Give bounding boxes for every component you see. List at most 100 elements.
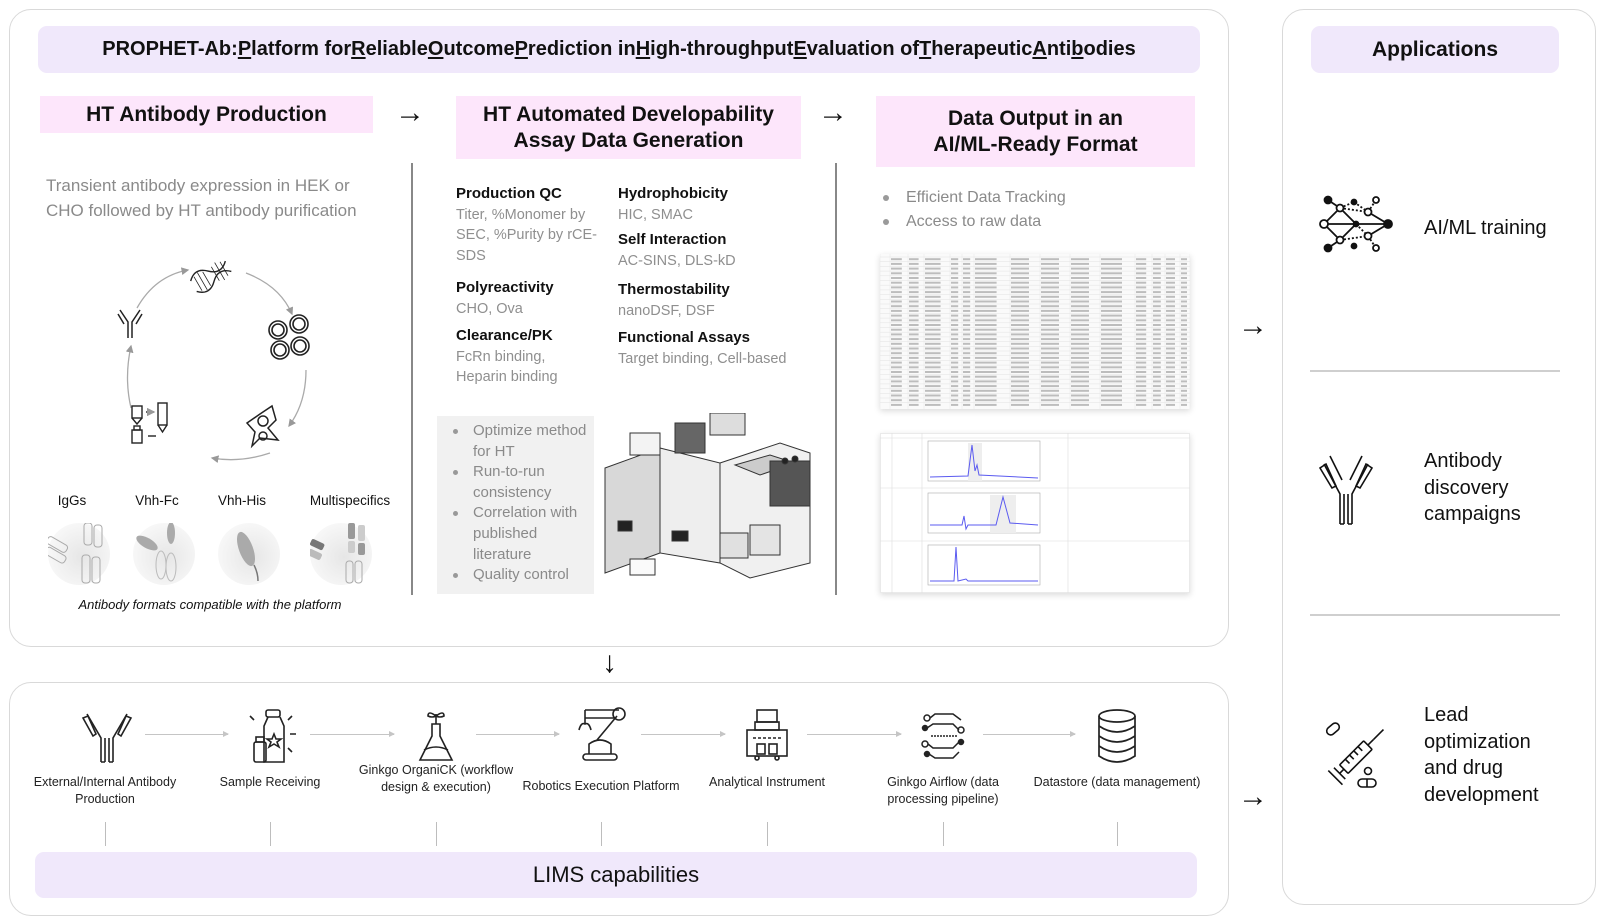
sheet-cell (963, 277, 971, 279)
sheet-cell (1181, 333, 1187, 336)
sheet-cell (1153, 394, 1161, 397)
sheet-cell (1041, 328, 1059, 331)
sheet-cell (963, 389, 971, 392)
sheet-cell (891, 258, 902, 261)
sheet-cell (963, 286, 971, 289)
sheet-cell (975, 291, 997, 294)
sheet-cell (925, 262, 941, 265)
sheet-cell (951, 347, 959, 350)
sheet-cell (1041, 314, 1059, 317)
sheet-cell (975, 305, 997, 308)
sheet-cell (1041, 277, 1059, 279)
sheet-cell (1136, 291, 1147, 294)
acronym-letter: H (635, 38, 651, 60)
sheet-cell (891, 272, 902, 275)
sheet-cell (1011, 394, 1029, 397)
sheet-cell (925, 281, 941, 284)
sheet-cell (1166, 352, 1175, 355)
sheet-cell (1071, 309, 1089, 312)
dna-icon (190, 260, 232, 293)
sheet-cell (963, 371, 971, 373)
spreadsheet-preview (880, 254, 1190, 409)
sheet-cell (1153, 366, 1161, 369)
acronym-letter: O (427, 38, 444, 60)
workflow-arrow (310, 731, 395, 737)
sheet-cell (1101, 262, 1122, 265)
sheet-cell (975, 394, 997, 397)
sheet-cell (1071, 324, 1089, 326)
sheet-cell (1041, 361, 1059, 364)
sheet-cell (891, 356, 902, 359)
sheet-cell (1041, 394, 1059, 397)
sheet-cell (891, 347, 902, 350)
sheet-cell (1071, 399, 1089, 402)
sheet-cell (1166, 258, 1175, 261)
sheet-cell (963, 333, 971, 336)
sheet-cell (1153, 300, 1161, 303)
sheet-cell (1071, 277, 1089, 279)
sheet-cell (1011, 291, 1029, 294)
sheet-cell (925, 385, 941, 388)
sheet-cell (1041, 352, 1059, 355)
sample-bottles-icon (249, 709, 296, 763)
sheet-cell (925, 295, 941, 298)
sheet-cell (909, 347, 919, 350)
multispecific-format-icon (307, 523, 372, 585)
robotic-workcell-image (604, 413, 811, 579)
sheet-cell (951, 356, 959, 359)
sheet-cell (1011, 389, 1029, 392)
sheet-cell (1011, 403, 1029, 406)
sheet-cell (909, 356, 919, 359)
method-bullet: Quality control (451, 565, 594, 586)
sheet-cell (951, 300, 959, 303)
sheet-cell (951, 305, 959, 308)
sheet-cell (1153, 319, 1161, 322)
formats-caption: Antibody formats compatible with the pla… (78, 597, 342, 612)
sheet-cell (975, 361, 997, 364)
divider (1310, 614, 1560, 616)
sheet-cell (963, 342, 971, 345)
sheet-cell (925, 347, 941, 350)
sheet-cell (1153, 286, 1161, 289)
sheet-cell (1166, 380, 1175, 383)
sheet-cell (1011, 305, 1029, 308)
sheet-cell (1011, 309, 1029, 312)
sheet-cell (1041, 356, 1059, 359)
sheet-cell (963, 399, 971, 402)
sheet-cell (1101, 324, 1122, 326)
column-divider (411, 163, 413, 595)
vhh-his-format-icon (218, 523, 280, 585)
sheet-cell (1153, 338, 1161, 341)
sheet-cell (1071, 272, 1089, 275)
sheet-cell (1166, 342, 1175, 345)
sheet-cell (909, 295, 919, 298)
output-bullets: Efficient Data Tracking Access to raw da… (880, 186, 1066, 234)
sheet-cell (1041, 338, 1059, 341)
sheet-cell (925, 267, 941, 270)
sheet-cell (1166, 366, 1175, 369)
workflow-step: Analytical Instrument (682, 706, 852, 791)
sheet-cell (1166, 291, 1175, 294)
sheet-cell (1181, 309, 1187, 312)
sheet-cell (975, 356, 997, 359)
sheet-cell (1136, 272, 1147, 275)
sheet-cell (909, 389, 919, 392)
workflow-step-label: Datastore (data management) (1033, 775, 1201, 789)
sheet-cell (1011, 380, 1029, 383)
sheet-cell (891, 371, 902, 373)
sheet-cell (1011, 371, 1029, 373)
sheet-cell (963, 361, 971, 364)
sheet-cell (1071, 356, 1089, 359)
format-label: Vhh-Fc (135, 493, 179, 508)
sheet-cell (909, 333, 919, 336)
sheet-cell (891, 300, 902, 303)
robot-arm-icon (578, 707, 626, 761)
lims-connector (1117, 822, 1118, 846)
sheet-cell (1181, 305, 1187, 308)
sheet-cell (1101, 258, 1122, 261)
sheet-cell (963, 314, 971, 317)
chromatogram-plot (927, 544, 1041, 586)
sheet-cell (925, 272, 941, 275)
sheet-cell (963, 403, 971, 406)
